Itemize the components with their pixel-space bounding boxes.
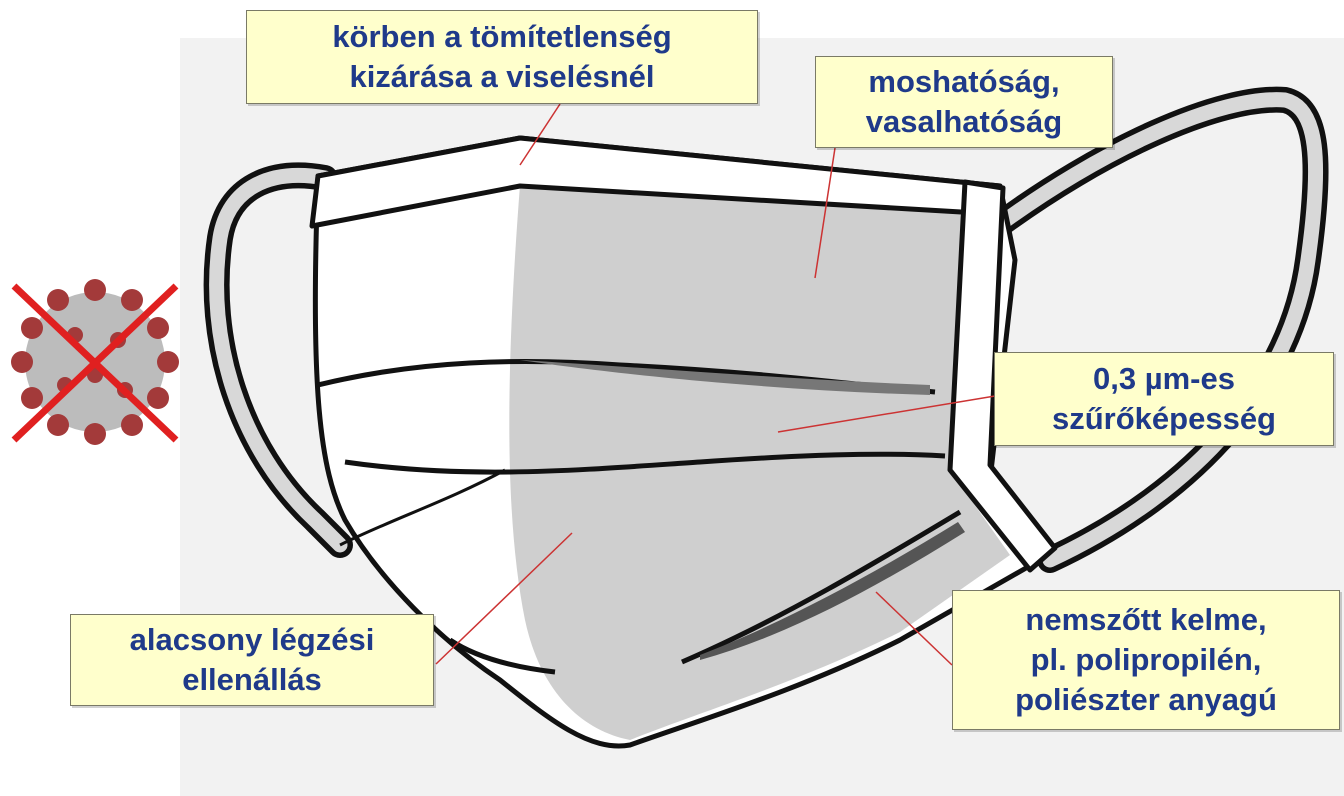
label-washable: moshatóság, vasalhatóság bbox=[815, 56, 1113, 148]
label-washable-line-2: vasalhatóság bbox=[866, 102, 1062, 142]
label-filter: 0,3 µm-es szűrőképesség bbox=[994, 352, 1334, 446]
label-fabric-line-3: poliészter anyagú bbox=[1015, 680, 1277, 720]
label-breathing-line-1: alacsony légzési bbox=[130, 620, 375, 660]
label-filter-line-1: 0,3 µm-es bbox=[1093, 359, 1235, 399]
label-seal-line-1: körben a tömítetlenség bbox=[332, 17, 671, 57]
crossed-out-virus-icon bbox=[11, 279, 179, 445]
label-fabric: nemszőtt kelme, pl. polipropilén, poliés… bbox=[952, 590, 1340, 730]
label-filter-line-2: szűrőképesség bbox=[1052, 399, 1276, 439]
label-washable-line-1: moshatóság, bbox=[868, 62, 1059, 102]
label-fabric-line-2: pl. polipropilén, bbox=[1031, 640, 1262, 680]
label-seal-line-2: kizárása a viselésnél bbox=[349, 57, 654, 97]
label-seal: körben a tömítetlenség kizárása a viselé… bbox=[246, 10, 758, 104]
label-breathing-line-2: ellenállás bbox=[182, 660, 322, 700]
label-breathing: alacsony légzési ellenállás bbox=[70, 614, 434, 706]
label-fabric-line-1: nemszőtt kelme, bbox=[1025, 600, 1266, 640]
